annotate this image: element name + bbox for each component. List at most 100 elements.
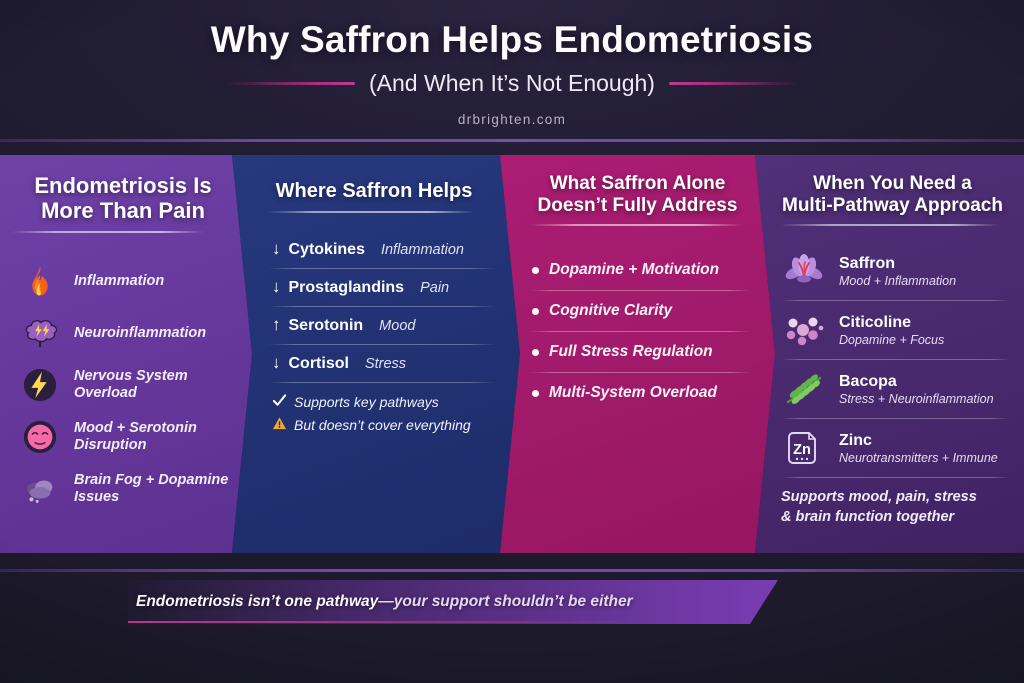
leaf-sprig-icon xyxy=(781,368,827,410)
footnote-text: But doesn’t cover everything xyxy=(294,416,471,433)
column-endometriosis-is-more-than-pain: Endometriosis Is More Than Pain Inflamma… xyxy=(0,155,252,553)
supplement-name: Saffron xyxy=(839,254,895,272)
footer-text-soft: —your support shouldn’t be either xyxy=(378,593,633,610)
bottom-accent-line xyxy=(0,569,1024,572)
zinc-element-icon: Zn xyxy=(781,427,827,469)
molecule-icon xyxy=(781,309,827,351)
supplement-name: Bacopa xyxy=(839,372,897,390)
divider xyxy=(530,290,751,292)
column-3-title-rule xyxy=(530,224,742,227)
divider xyxy=(268,305,496,307)
list-item-label: Brain Fog + Dopamine Issues xyxy=(74,472,229,506)
column-1-title-line1: Endometriosis Is xyxy=(34,173,212,198)
column-1-title: Endometriosis Is More Than Pain xyxy=(0,155,252,223)
footnote-warning: But doesn’t cover everything xyxy=(272,416,496,434)
site-attribution: drbrighten.com xyxy=(457,112,567,127)
subtitle-row: (And When It’s Not Enough) xyxy=(0,70,1024,97)
list-item: Nervous System Overload xyxy=(20,359,252,411)
supplement-name: Zinc xyxy=(839,431,872,449)
list-item-label: Nervous System Overload xyxy=(74,368,252,401)
lightning-bolt-icon xyxy=(20,365,60,405)
pensive-face-icon xyxy=(20,417,60,457)
supplement-desc: Mood + Inflammation xyxy=(839,274,957,289)
list-item: Multi-System Overload xyxy=(530,373,751,413)
subtitle-rule-left xyxy=(227,82,356,85)
divider xyxy=(530,372,751,374)
list-item-effect: Stress xyxy=(364,355,407,372)
subtitle-rule-right xyxy=(668,82,797,85)
column-4-title-line2: Multi-Pathway Approach xyxy=(782,194,1003,216)
saffron-flower-icon xyxy=(781,250,827,292)
list-item: Neuroinflammation xyxy=(20,307,252,359)
supplement-desc: Stress + Neuroinflammation xyxy=(839,392,994,407)
column-4-list: Saffron Mood + Inflammation xyxy=(755,242,1024,479)
column-1-title-rule xyxy=(12,231,204,234)
divider xyxy=(781,300,1010,302)
list-item-label: Inflammation xyxy=(74,272,165,289)
column-2-footnotes: Supports key pathways But doesn’t cover … xyxy=(268,393,496,434)
fire-icon xyxy=(20,261,60,301)
list-item-effect: Mood xyxy=(379,317,416,334)
supplement-desc: Neurotransmitters + Immune xyxy=(839,451,998,466)
column-1-list: Inflammation Neuroinflammation xyxy=(0,255,252,515)
list-item-term: Cytokines xyxy=(288,240,365,258)
column-4-note-line1: Supports mood, pain, stress xyxy=(781,489,977,506)
divider xyxy=(781,477,1010,479)
column-2-list: ↓ Cytokines Inflammation ↓ Prostaglandin… xyxy=(232,231,520,434)
list-item-label: Multi-System Overload xyxy=(549,384,717,402)
arrow-up-icon: ↑ xyxy=(272,314,281,334)
footer-text: Endometriosis isn’t one pathway—your sup… xyxy=(128,593,633,611)
column-4-title: When You Need a Multi-Pathway Approach xyxy=(755,155,1024,216)
list-item: Cognitive Clarity xyxy=(530,291,751,331)
divider xyxy=(268,381,496,383)
list-item: ↓ Cytokines Inflammation xyxy=(268,231,496,268)
supplement-info: Saffron Mood + Inflammation xyxy=(839,255,956,289)
list-item: ↓ Cortisol Stress xyxy=(268,345,496,382)
column-4-title-line1: When You Need a xyxy=(813,173,972,194)
divider xyxy=(781,418,1010,420)
column-3-title-line2: Doesn’t Fully Address xyxy=(537,194,738,216)
divider xyxy=(268,267,496,269)
list-item: Saffron Mood + Inflammation xyxy=(781,242,1010,300)
divider xyxy=(530,331,751,333)
list-item-effect: Pain xyxy=(420,279,450,296)
list-item-label: Cognitive Clarity xyxy=(549,302,673,320)
list-item-label: Mood + Serotonin Disruption xyxy=(74,420,197,454)
column-4-note: Supports mood, pain, stress & brain func… xyxy=(755,488,1024,527)
list-item: Dopamine + Motivation xyxy=(530,250,751,290)
columns-band: Endometriosis Is More Than Pain Inflamma… xyxy=(0,155,1024,553)
divider xyxy=(781,359,1010,361)
list-item-term: Serotonin xyxy=(288,316,364,334)
bullet-icon xyxy=(532,307,539,315)
arrow-down-icon: ↓ xyxy=(272,352,281,372)
list-item: Mood + Serotonin Disruption xyxy=(20,411,252,463)
arrow-down-icon: ↓ xyxy=(272,276,281,296)
column-4-note-line2: & brain function together xyxy=(781,508,955,525)
list-item: Full Stress Regulation xyxy=(530,332,751,372)
list-item: Inflammation xyxy=(20,255,252,307)
brain-lightning-icon xyxy=(20,313,60,353)
column-4-title-rule xyxy=(781,224,999,227)
svg-text:Zn: Zn xyxy=(793,442,811,458)
thought-cloud-icon xyxy=(20,469,60,509)
column-what-saffron-alone-doesnt-address: What Saffron Alone Doesn’t Fully Address… xyxy=(500,155,775,553)
footnote-text: Supports key pathways xyxy=(294,393,439,410)
footer-banner: Endometriosis isn’t one pathway—your sup… xyxy=(128,580,778,624)
column-when-you-need-multi-pathway: When You Need a Multi-Pathway Approach xyxy=(755,155,1024,553)
list-item: ↓ Prostaglandins Pain xyxy=(268,269,496,306)
list-item: Bacopa Stress + Neuroinflammation xyxy=(781,360,1010,418)
header: Why Saffron Helps Endometriosis (And Whe… xyxy=(0,0,1024,141)
column-3-title-line1: What Saffron Alone xyxy=(549,173,726,194)
column-2-title: Where Saffron Helps xyxy=(232,155,520,203)
supplement-name: Citicoline xyxy=(839,313,912,331)
supplement-info: Bacopa Stress + Neuroinflammation xyxy=(839,373,994,407)
page-title: Why Saffron Helps Endometriosis xyxy=(210,19,814,60)
footnote-supports: Supports key pathways xyxy=(272,393,496,411)
divider xyxy=(268,343,496,345)
list-item: ↑ Serotonin Mood xyxy=(268,307,496,344)
list-item-effect: Inflammation xyxy=(380,241,464,258)
list-item-label-text: Nervous System Overload xyxy=(74,368,188,402)
bullet-icon xyxy=(532,389,539,397)
top-accent-line xyxy=(0,139,1024,142)
list-item-term: Prostaglandins xyxy=(288,278,405,296)
